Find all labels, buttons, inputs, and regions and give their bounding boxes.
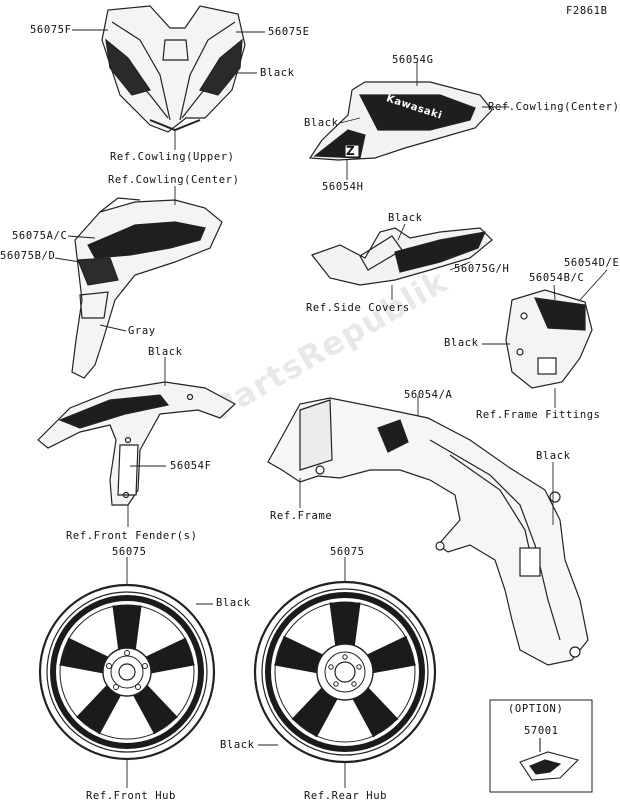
part-56075B-D: 56075B/D [0,250,56,262]
ref-front-hub: Ref.Front Hub [86,790,176,802]
color-black-front-wheel: Black [216,597,251,609]
frame-drawing [267,397,589,666]
upper-cowling-drawing [101,5,246,133]
option-label: (OPTION) [508,703,564,715]
leader-lines [54,29,608,788]
front-wheel-drawing [38,583,216,761]
color-black-upper: Black [260,67,295,79]
ref-front-fender: Ref.Front Fender(s) [66,530,198,542]
z-decal-text: Z [346,144,356,158]
part-56054-A: 56054/A [404,389,453,401]
color-black-center: Black [304,117,339,129]
part-56054D-E: 56054D/E [564,257,620,269]
part-56075-rear: 56075 [330,546,365,558]
color-black-fender: Black [148,346,183,358]
figure-code: F2861B [566,5,608,17]
ref-frame-fittings: Ref.Frame Fittings [476,409,601,421]
side-cover-drawing [311,227,493,286]
color-black-frame: Black [536,450,571,462]
part-56075A-C: 56075A/C [12,230,68,242]
part-56054F: 56054F [170,460,212,472]
part-56075E: 56075E [268,26,310,38]
center-cowling-right-drawing [308,81,493,161]
part-56054G: 56054G [392,54,434,66]
part-56075F: 56075F [30,24,72,36]
ref-frame: Ref.Frame [270,510,333,522]
color-black-fittings: Black [444,337,479,349]
part-56075G-H: 56075G/H [454,263,510,275]
color-black-side: Black [388,212,423,224]
ref-cowling-center-left: Ref.Cowling(Center) [108,174,240,186]
color-gray: Gray [128,325,156,337]
rear-wheel-drawing [253,580,437,764]
part-56075-front: 56075 [112,546,147,558]
part-56054H: 56054H [322,181,364,193]
center-cowling-left-drawing [71,197,223,379]
color-black-rear-wheel: Black [220,739,255,751]
front-fender-drawing [37,381,237,506]
ref-rear-hub: Ref.Rear Hub [304,790,388,802]
ref-side-covers: Ref.Side Covers [306,302,410,314]
ref-cowling-center-right: Ref.Cowling(Center) [488,101,620,113]
part-56054B-C: 56054B/C [529,272,585,284]
ref-cowling-upper: Ref.Cowling(Upper) [110,151,235,163]
frame-fittings-drawing [505,289,593,389]
part-57001: 57001 [524,725,559,737]
option-part-drawing [519,738,580,781]
